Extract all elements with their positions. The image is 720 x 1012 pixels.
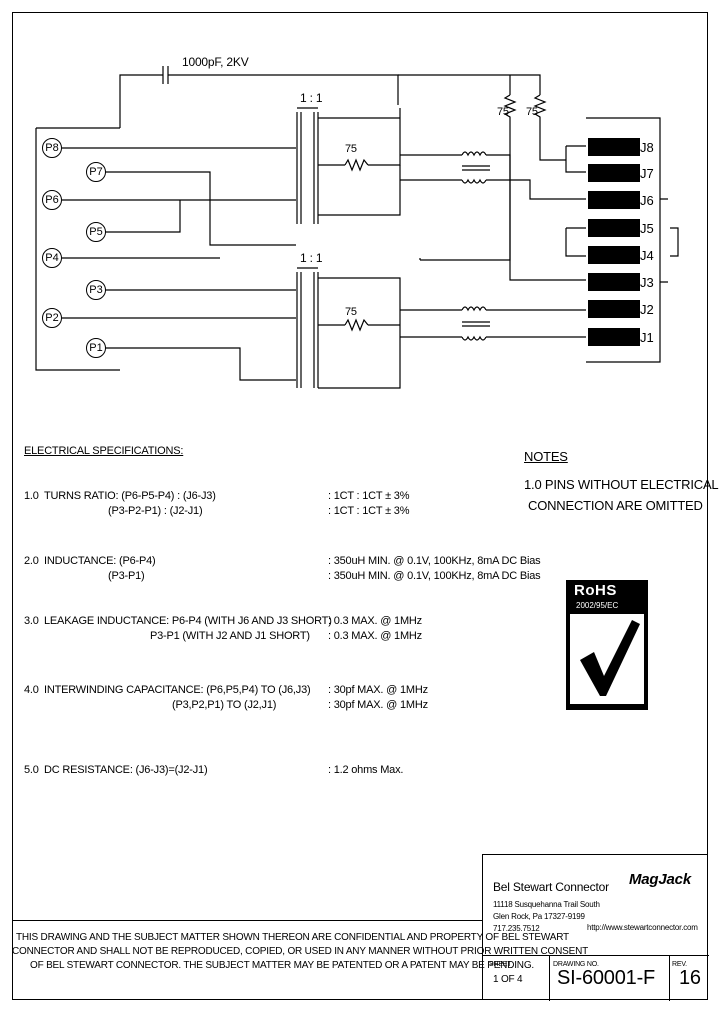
jack-label-j8: J8 [640,140,654,155]
jack-label-j7: J7 [640,166,654,181]
spec-3-right2: : 0.3 MAX. @ 1MHz [328,630,422,642]
pin-p4: P4 [42,248,62,268]
spec-3-left1: LEAKAGE INDUCTANCE: P6-P4 (WITH J6 AND J… [44,615,332,627]
spec-3-right1: : 0.3 MAX. @ 1MHz [328,615,422,627]
pin-p8: P8 [42,138,62,158]
spec-2-left1: INDUCTANCE: (P6-P4) [44,555,156,567]
pin-p7: P7 [86,162,106,182]
jack-contact-j1 [588,328,640,346]
confidential-line-3: OF BEL STEWART CONNECTOR. THE SUBJECT MA… [30,960,534,971]
spec-5-num: 5.0 [24,764,39,776]
company-website: http://www.stewartconnector.com [587,923,698,932]
revision-label: REV. [672,961,687,968]
company-address-1: 11118 Susquehanna Trail South [493,900,600,909]
jack-contact-j8 [588,138,640,156]
spec-4-left1: INTERWINDING CAPACITANCE: (P6,P5,P4) TO … [44,684,311,696]
resistor-bottom-label: 75 [345,306,357,318]
jack-contact-j2 [588,300,640,318]
spec-2-right1: : 350uH MIN. @ 0.1V, 100KHz, 8mA DC Bias [328,555,541,567]
spec-1-right2: : 1CT : 1CT ± 3% [328,505,410,517]
ratio-top: 1 : 1 [300,91,323,105]
spec-2-left2: (P3-P1) [108,570,145,582]
jack-contact-j3 [588,273,640,291]
resistor-top-label: 75 [345,143,357,155]
spec-4-num: 4.0 [24,684,39,696]
notes-line-1: 1.0 PINS WITHOUT ELECTRICAL [524,477,719,492]
company-address-2: Glen Rock, Pa 17327-9199 [493,912,585,921]
spec-1-left2: (P3-P2-P1) : (J2-J1) [108,505,203,517]
jack-contact-j7 [588,164,640,182]
jack-label-j3: J3 [640,275,654,290]
spec-1-num: 1.0 [24,490,39,502]
spec-1-right1: : 1CT : 1CT ± 3% [328,490,410,502]
checkmark-icon [570,614,644,704]
revision-value: 16 [679,967,701,989]
sheet-label: SHEET [489,961,512,968]
spec-2-num: 2.0 [24,555,39,567]
jack-contact-j4 [588,246,640,264]
rohs-badge: RoHS 2002/95/EC [566,580,648,710]
spec-1-left1: TURNS RATIO: (P6-P5-P4) : (J6-J3) [44,490,216,502]
rohs-subtitle: 2002/95/EC [576,601,619,610]
title-block: Bel Stewart Connector 11118 Susquehanna … [482,854,709,1001]
ratio-bottom: 1 : 1 [300,251,323,265]
jack-label-j2: J2 [640,302,654,317]
confidentiality-notice: THIS DRAWING AND THE SUBJECT MATTER SHOW… [12,920,588,1000]
sheet-value: 1 OF 4 [493,974,523,985]
capacitor-label: 1000pF, 2KV [182,55,249,69]
spec-4-left2: (P3,P2,P1) TO (J2,J1) [172,699,277,711]
drawing-number-label: DRAWING NO. [553,961,599,968]
jack-label-j1: J1 [640,330,654,345]
spec-5-left1: DC RESISTANCE: (J6-J3)=(J2-J1) [44,764,208,776]
specs-heading: ELECTRICAL SPECIFICATIONS: [24,445,184,457]
spec-3-left2: P3-P1 (WITH J2 AND J1 SHORT) [150,630,310,642]
spec-3-num: 3.0 [24,615,39,627]
confidential-line-2: CONNECTOR AND SHALL NOT BE REPRODUCED, C… [12,946,589,957]
drawing-frame [12,12,708,1000]
resistor-right-a-label: 75 [497,106,509,118]
spec-5-right1: : 1.2 ohms Max. [328,764,404,776]
notes-line-2: CONNECTION ARE OMITTED [528,498,703,513]
jack-label-j5: J5 [640,221,654,236]
jack-contact-j6 [588,191,640,209]
jack-label-j4: J4 [640,248,654,263]
rohs-title: RoHS [574,582,617,599]
jack-label-j6: J6 [640,193,654,208]
jack-contact-j5 [588,219,640,237]
confidential-line-1: THIS DRAWING AND THE SUBJECT MATTER SHOW… [16,932,569,943]
magjack-logo: MagJack [629,871,691,888]
pin-p3: P3 [86,280,106,300]
pin-p6: P6 [42,190,62,210]
spec-2-right2: : 350uH MIN. @ 0.1V, 100KHz, 8mA DC Bias [328,570,541,582]
resistor-right-b-label: 75 [526,106,538,118]
pin-p2: P2 [42,308,62,328]
pin-p1: P1 [86,338,106,358]
drawing-number: SI-60001-F [557,967,656,989]
pin-p5: P5 [86,222,106,242]
spec-4-right2: : 30pf MAX. @ 1MHz [328,699,428,711]
company-name: Bel Stewart Connector [493,880,609,894]
spec-4-right1: : 30pf MAX. @ 1MHz [328,684,428,696]
company-phone: 717.235.7512 [493,924,540,933]
notes-heading: NOTES [524,449,568,464]
